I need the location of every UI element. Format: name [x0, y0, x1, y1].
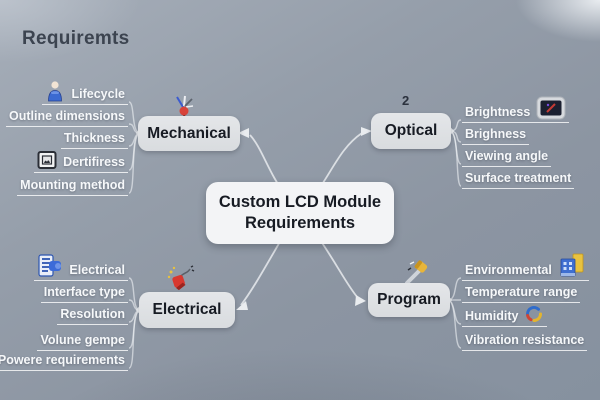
list-item-outline-dimensions[interactable]: Outline dimensions	[6, 106, 128, 127]
list-item-mounting-method[interactable]: Mounting method	[17, 175, 128, 196]
item-label: Outline dimensions	[9, 109, 125, 123]
item-label: Resolution	[60, 307, 125, 321]
item-label: Vibration resistance	[465, 333, 585, 347]
optical-count-badge: 2	[402, 93, 410, 108]
branch-node-electrical-label: Electrical	[152, 301, 222, 318]
item-label: Brightness	[465, 105, 531, 119]
branch-node-program[interactable]: Program	[368, 283, 450, 317]
branch-node-electrical[interactable]: Electrical	[139, 292, 235, 328]
list-item-temperature-range[interactable]: Temperature range	[462, 282, 581, 303]
item-label: Dertifiress	[63, 155, 125, 169]
list-item-humidity[interactable]: Humidity	[462, 302, 548, 327]
branch-node-optical-label: Optical	[384, 122, 438, 139]
framed-picture-icon	[37, 150, 57, 170]
item-label: Thickness	[63, 131, 125, 145]
item-label: Electrical	[69, 263, 125, 277]
list-item-volune-gempe[interactable]: Volune gempe	[37, 330, 128, 351]
item-label: Volune gempe	[40, 333, 125, 347]
item-label: Mounting method	[20, 178, 125, 192]
list-item-resolution[interactable]: Resolution	[57, 304, 128, 325]
item-label: Temperature range	[465, 285, 578, 299]
branch-node-optical[interactable]: Optical	[371, 113, 451, 149]
list-item-environmental[interactable]: Environmental	[462, 252, 589, 281]
item-label: Lifecycle	[71, 87, 125, 101]
item-label: Environmental	[465, 263, 552, 277]
list-item-surface-treatment[interactable]: Surface treatment	[462, 168, 575, 189]
firecracker-icon	[166, 263, 196, 293]
list-item-electrical[interactable]: Electrical	[34, 254, 128, 281]
document-printer-icon	[37, 254, 63, 278]
list-item-brightness-1[interactable]: Brightness	[462, 96, 570, 123]
list-item-powere-requirements[interactable]: Powere requirements	[0, 350, 128, 371]
item-label: Viewing angle	[465, 149, 549, 163]
person-bust-icon	[45, 80, 65, 102]
list-item-dertifiress[interactable]: Dertifiress	[34, 147, 128, 173]
page-title: Requiremts	[22, 28, 130, 49]
item-label: Humidity	[465, 309, 519, 323]
center-node-label: Custom LCD Module Requirements	[218, 193, 382, 232]
hammer-icon	[398, 258, 430, 290]
list-item-viewing-angle[interactable]: Viewing angle	[462, 146, 552, 167]
tv-icon	[536, 96, 566, 120]
item-label: Brighness	[465, 127, 527, 141]
item-label: Powere requirements	[0, 353, 125, 367]
list-item-lifecycle[interactable]: Lifecycle	[42, 78, 128, 105]
branch-node-mechanical[interactable]: Mechanical	[138, 116, 240, 151]
cyclone-icon	[524, 304, 544, 324]
branch-node-program-label: Program	[377, 291, 441, 308]
branch-node-mechanical-label: Mechanical	[147, 124, 231, 142]
item-label: Interface type	[43, 285, 125, 299]
item-label: Surface treatment	[465, 171, 572, 185]
list-item-vibration-resistance[interactable]: Vibration resistance	[462, 330, 588, 351]
list-item-thickness[interactable]: Thickness	[60, 128, 128, 149]
list-item-brightness-2[interactable]: Brighness	[462, 124, 530, 145]
center-node[interactable]: Custom LCD Module Requirements	[206, 182, 394, 244]
list-item-interface-type[interactable]: Interface type	[40, 282, 128, 303]
building-icon	[558, 252, 586, 278]
